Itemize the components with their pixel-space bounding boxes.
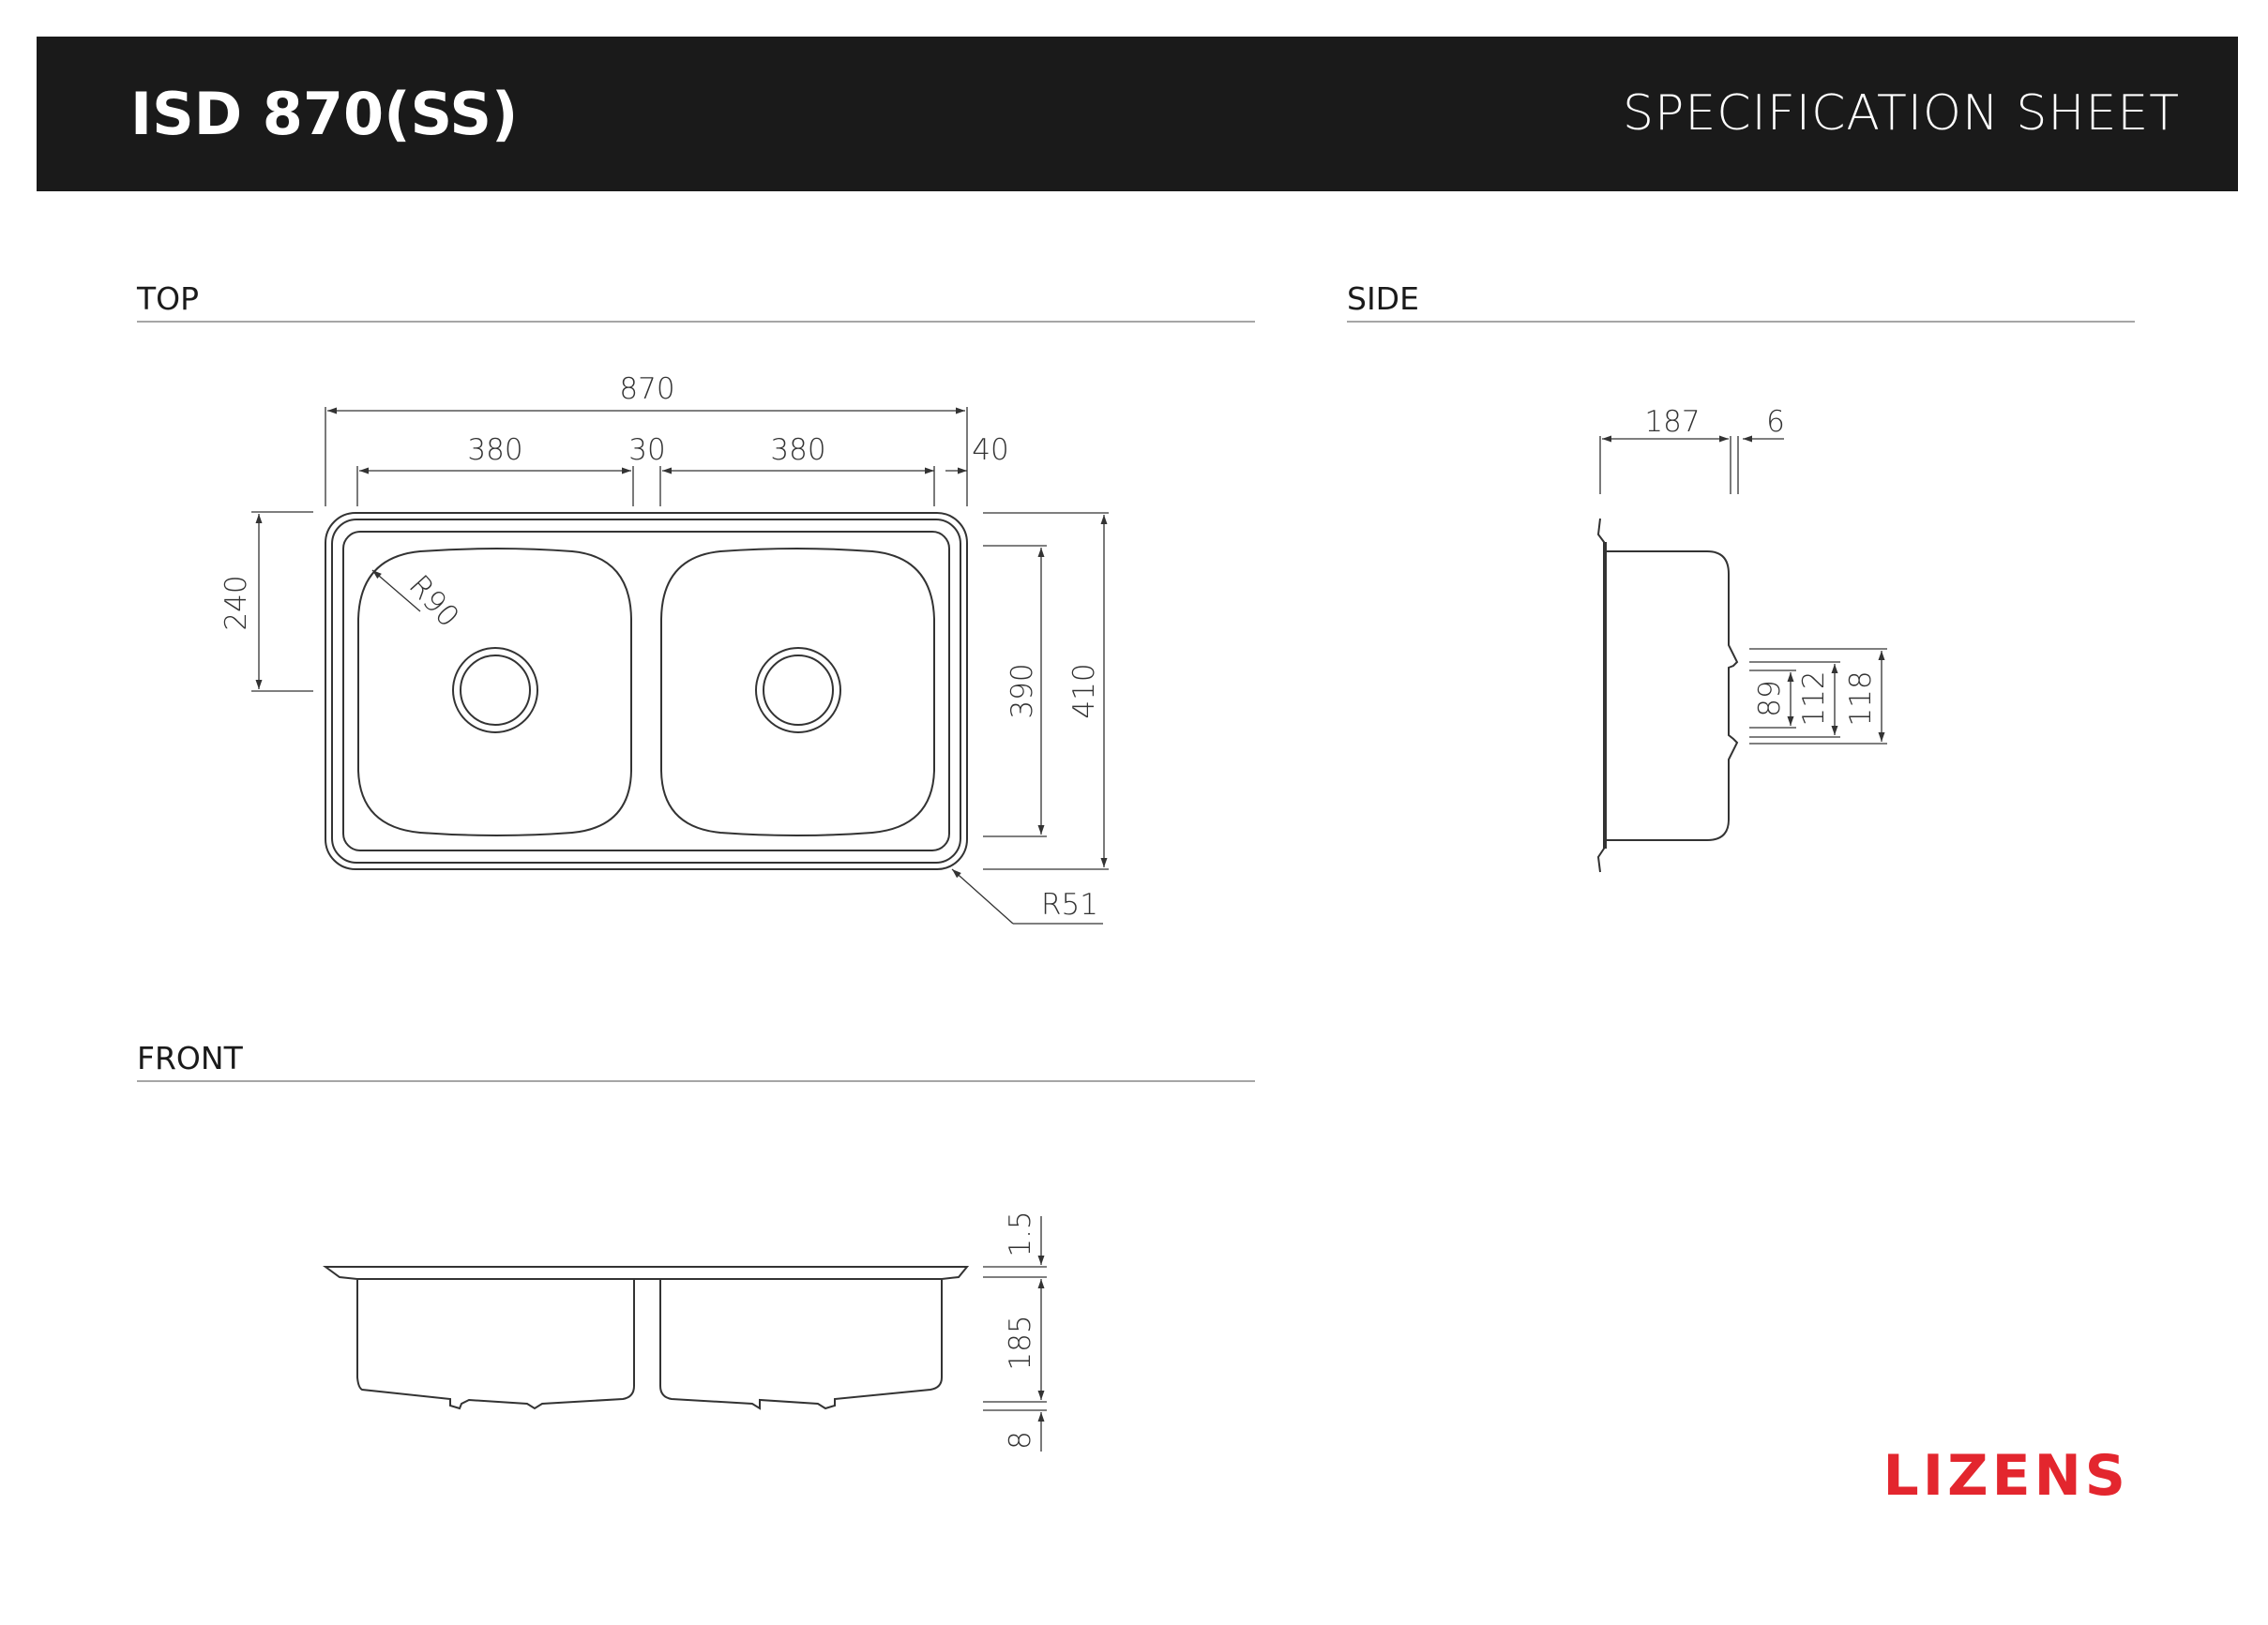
front-view-dim-labels: 1.5 185 8 [1004, 1211, 1037, 1450]
side-view-dim-labels: 187 6 89 112 118 [1644, 405, 1878, 727]
top-view-label: TOP [136, 280, 199, 317]
dim-drain-offset: 240 [219, 575, 253, 630]
dim-rim-right: 40 [972, 433, 1008, 467]
dim-divider: 30 [628, 433, 665, 467]
dim-drain-c: 118 [1844, 670, 1878, 726]
top-view-dim-labels: 870 380 30 380 40 R51 240 390 410 R90 [219, 372, 1101, 922]
dim-bowl-right: 380 [770, 433, 825, 467]
dim-bowl-left: 380 [467, 433, 522, 467]
dim-bottom: 8 [1004, 1431, 1037, 1450]
dim-bowl-height: 185 [1004, 1315, 1037, 1370]
dim-overall-depth: 410 [1067, 663, 1101, 718]
dim-drain-b: 112 [1797, 670, 1831, 726]
dim-overall-width: 870 [619, 372, 674, 406]
brand-logo: LIZENS [1883, 1443, 2129, 1509]
dim-side-width: 187 [1644, 405, 1700, 439]
header-bar: ISD 870(SS) SPECIFICATION SHEET [37, 37, 2238, 191]
dim-corner-radius: R51 [1041, 888, 1098, 922]
section-heading-side: SIDE [1347, 280, 2135, 323]
dim-side-rim: 6 [1766, 405, 1785, 439]
dim-drain-a: 89 [1753, 680, 1787, 716]
side-view-drawing [1596, 518, 1739, 873]
top-view-drawing [325, 512, 968, 870]
dim-bowl-depth: 390 [1005, 663, 1039, 718]
front-view-label: FRONT [137, 1040, 244, 1076]
model-title: ISD 870(SS) [130, 80, 519, 148]
front-view-drawing [322, 1266, 970, 1410]
side-view-dimensions [1599, 435, 1887, 745]
top-view-dimensions [251, 407, 1109, 925]
side-view-label: SIDE [1347, 280, 1419, 317]
sheet-title: SPECIFICATION SHEET [1623, 85, 2180, 142]
section-heading-front: FRONT [137, 1040, 1255, 1082]
dim-rim-thickness: 1.5 [1004, 1211, 1037, 1256]
section-heading-top: TOP [136, 280, 1255, 323]
front-view-dimensions [983, 1216, 1047, 1452]
dim-bowl-radius: R90 [402, 569, 466, 634]
